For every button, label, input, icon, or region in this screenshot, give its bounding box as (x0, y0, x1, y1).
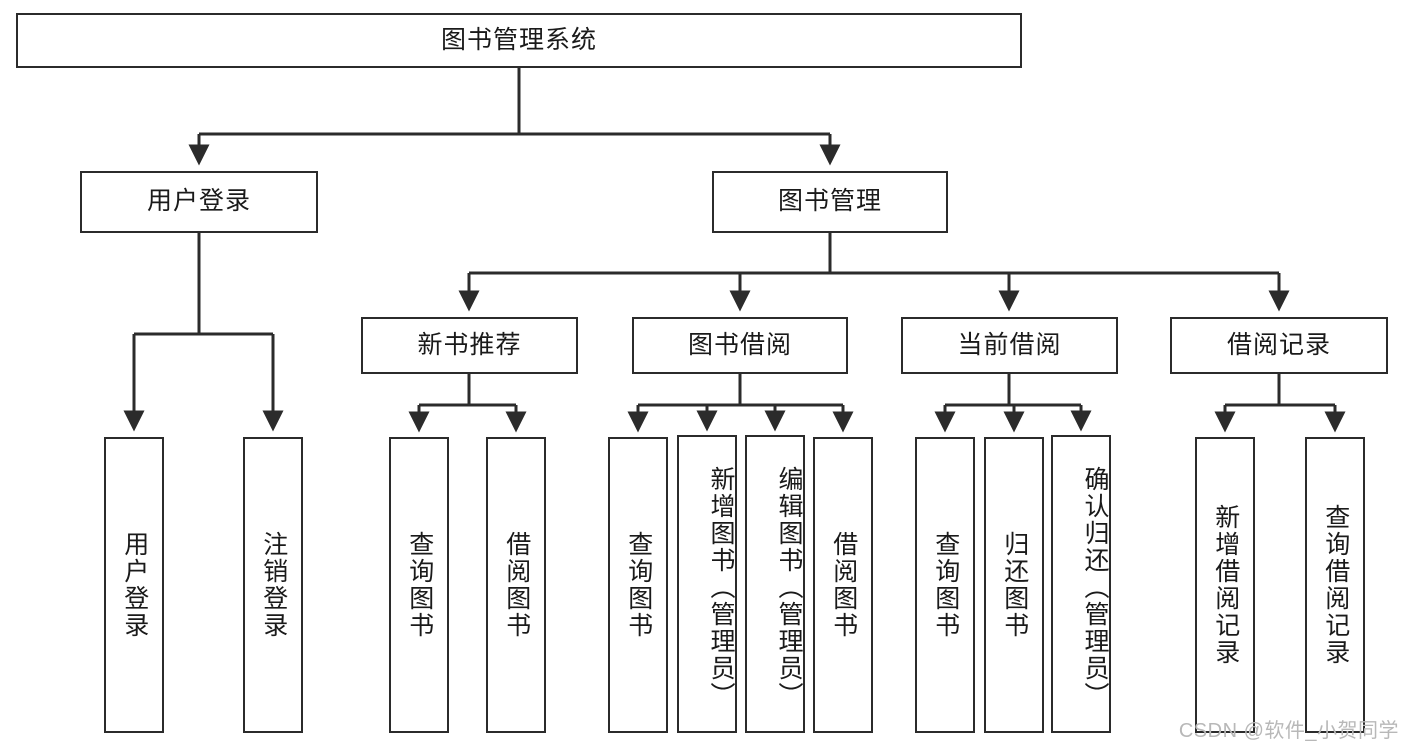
node-book-borrow[interactable]: 图书借阅 (632, 317, 848, 374)
leaf-logout-login[interactable]: 注销登录 (243, 437, 303, 733)
leaf-add-book-admin[interactable]: 新增图书（管理员） (677, 435, 737, 733)
leaf-query-book-newrec[interactable]: 查询图书 (389, 437, 449, 733)
node-label: 当前借阅 (957, 330, 1062, 359)
node-label: 查询图书 (624, 531, 653, 639)
node-book-management[interactable]: 图书管理 (712, 171, 948, 233)
leaf-query-book-current[interactable]: 查询图书 (915, 437, 975, 733)
node-borrow-record[interactable]: 借阅记录 (1170, 317, 1388, 374)
node-label: 查询图书 (931, 531, 960, 639)
leaf-return-book[interactable]: 归还图书 (984, 437, 1044, 733)
leaf-query-borrow-record[interactable]: 查询借阅记录 (1305, 437, 1365, 733)
leaf-confirm-return-admin[interactable]: 确认归还（管理员） (1051, 435, 1111, 733)
leaf-borrow-book[interactable]: 借阅图书 (813, 437, 873, 733)
node-label: 注销登录 (259, 531, 288, 639)
node-label: 借阅记录 (1226, 330, 1331, 359)
node-label: 新增图书（管理员） (707, 465, 735, 709)
node-label: 图书管理系统 (440, 25, 597, 54)
leaf-edit-book-admin[interactable]: 编辑图书（管理员） (745, 435, 805, 733)
node-label: 归还图书 (1000, 531, 1029, 639)
node-label: 查询借阅记录 (1321, 504, 1350, 666)
node-user-login[interactable]: 用户登录 (80, 171, 318, 233)
node-label: 查询图书 (405, 531, 434, 639)
leaf-user-login[interactable]: 用户登录 (104, 437, 164, 733)
node-label: 编辑图书（管理员） (775, 465, 803, 709)
leaf-add-borrow-record[interactable]: 新增借阅记录 (1195, 437, 1255, 733)
node-label: 新书推荐 (417, 330, 522, 359)
node-label: 用户登录 (146, 187, 251, 216)
node-current-borrow[interactable]: 当前借阅 (901, 317, 1118, 374)
node-label: 用户登录 (120, 531, 149, 639)
watermark: CSDN @软件_小贺同学 (1178, 720, 1399, 742)
node-label: 新增借阅记录 (1211, 504, 1240, 666)
node-label: 确认归还（管理员） (1081, 465, 1109, 709)
node-label: 图书管理 (777, 187, 882, 216)
node-label: 图书借阅 (687, 330, 792, 359)
node-label: 借阅图书 (829, 531, 858, 639)
node-label: 借阅图书 (502, 531, 531, 639)
node-new-book-recommend[interactable]: 新书推荐 (361, 317, 578, 374)
node-root-book-management-system[interactable]: 图书管理系统 (16, 13, 1022, 68)
leaf-query-book-borrow[interactable]: 查询图书 (608, 437, 668, 733)
leaf-borrow-book-newrec[interactable]: 借阅图书 (486, 437, 546, 733)
